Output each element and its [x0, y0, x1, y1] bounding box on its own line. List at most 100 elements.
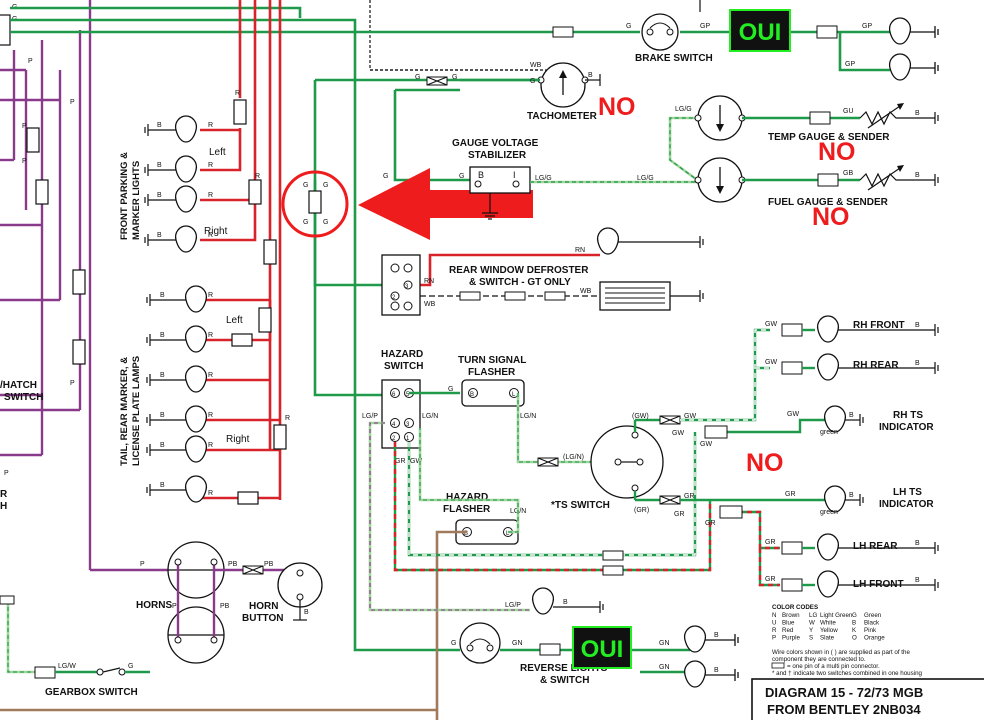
legend-code: N [772, 612, 776, 619]
brake-fuse [816, 25, 838, 39]
horn-button-label-2: BUTTON [242, 613, 283, 624]
stabilizer-b: B [478, 170, 484, 180]
turn-flasher-b: B [470, 392, 474, 398]
wire-lgg: LG/G [637, 175, 654, 182]
wire-b: B [160, 332, 165, 339]
wire-b: B [157, 232, 162, 239]
wire-r: R [208, 192, 213, 199]
lh-front-label: LH FRONT [853, 579, 904, 590]
wire-p: P [70, 380, 75, 387]
legend-color-name: Blue [782, 620, 795, 627]
wire-gn: GN [659, 664, 670, 671]
wire-gw: GW [765, 321, 777, 328]
reverse-switch [459, 622, 501, 664]
left-purple-wires [0, 0, 172, 572]
wire-b: B [915, 110, 920, 117]
tachometer-label: TACHOMETER [527, 111, 598, 122]
wire-gw: GW [684, 413, 696, 420]
no-text-tachometer: NO [598, 93, 636, 121]
left-lamp-grounds [144, 124, 186, 496]
defroster-switch [381, 254, 421, 316]
oui-badge-brake [729, 9, 791, 52]
red-wire-labels: R R R R R R R R R R R R R [208, 90, 290, 497]
legend-note-2: component they are connected to. [772, 656, 866, 663]
wire-gw: GW [672, 430, 684, 437]
wire-gp: GP [862, 23, 872, 30]
wire-gr: GR [785, 491, 796, 498]
rear-defroster-label-1: REAR WINDOW DEFROSTER [449, 265, 589, 276]
wire-gr: GR [684, 493, 695, 500]
wire-pb: PB [228, 561, 238, 568]
tail-lamps-label-2: LICENSE PLATE LAMPS [131, 356, 142, 466]
turn-flasher-label-2: FLASHER [468, 367, 516, 378]
wire-b: B [157, 162, 162, 169]
wire-lgn: LG/N [422, 413, 438, 420]
wire-r: R [208, 490, 213, 497]
left-label-bottom: Left [226, 315, 243, 326]
wire-b: B [160, 442, 165, 449]
wire-wb: WB [580, 288, 592, 295]
brake-switch-label: BRAKE SWITCH [635, 53, 713, 64]
left-purple-labels: P P P P P P P [4, 58, 145, 568]
right-lamps [816, 315, 847, 598]
legend-color-name: Black [864, 620, 880, 627]
wire-lgn: LG/N [520, 413, 536, 420]
wire-p: P [140, 561, 145, 568]
diagram-title-line-2: FROM BENTLEY 2NB034 [767, 702, 921, 717]
wire-r: R [208, 232, 213, 239]
gauge-stabilizer-box [469, 166, 531, 194]
wire-r: R [208, 292, 213, 299]
wire-gn: GN [659, 640, 670, 647]
wire-g: G [303, 219, 308, 226]
lh-ts-color: green [820, 509, 838, 516]
fuel-fuse [817, 173, 839, 187]
hazard-flasher-b: B [464, 531, 468, 537]
wire-lgn-paren: (LG/N) [563, 454, 584, 461]
wire-b: B [160, 482, 165, 489]
wire-p: P [172, 603, 177, 610]
temp-fuse [809, 111, 831, 125]
wire-r: R [208, 162, 213, 169]
wire-gr: GR [765, 576, 776, 583]
hazard-flasher-label-1: HAZARD [446, 492, 488, 503]
wire-lgg: LG/G [675, 106, 692, 113]
wire-wb: WB [424, 301, 436, 308]
green-wires [10, 6, 890, 674]
wire-rn: RN [424, 278, 434, 285]
legend-code: W [809, 620, 815, 627]
wire-r: R [208, 372, 213, 379]
legend-code: Y [809, 627, 813, 634]
defroster-grid [599, 281, 671, 311]
edge-label-h: H [0, 501, 7, 512]
legend-color-name: White [820, 620, 836, 627]
hazard-pin-4: 4 [392, 422, 396, 428]
turn-flasher-box [461, 379, 525, 407]
wire-b: B [304, 609, 309, 616]
rh-front-label: RH FRONT [853, 320, 905, 331]
legend-title: COLOR CODES [772, 604, 818, 611]
right-label-top: Right [204, 226, 228, 237]
front-parking-label-2: MARKER LIGHTS [131, 161, 142, 240]
hazard-switch-box [381, 379, 421, 449]
wire-wb: WB [530, 62, 542, 69]
edge-label-r: R [0, 489, 8, 500]
wire-gp: GP [700, 23, 710, 30]
rear-defroster-label-2: & SWITCH - GT ONLY [469, 277, 571, 288]
defroster-pin-3: 3 [405, 284, 409, 290]
wire-gb: GB [843, 170, 853, 177]
wire-p: P [22, 158, 27, 165]
right-b-labels: B B B B B B [849, 322, 920, 584]
hazard-pin-6: 6 [392, 392, 396, 398]
stabilizer-i: I [513, 170, 516, 180]
legend-note-1: Wire colors shown in ( ) are supplied as… [772, 649, 910, 656]
tachometer [537, 62, 589, 108]
hazard-switch-label-1: HAZARD [381, 349, 423, 360]
front-parking-label-1: FRONT PARKING & [119, 152, 130, 240]
gearbox-switch-box [34, 666, 56, 679]
wire-gu: GU [843, 108, 854, 115]
legend-code: B [852, 620, 856, 627]
reverse-label-2: & SWITCH [540, 675, 589, 686]
wire-p: P [28, 58, 33, 65]
wire-b: B [915, 360, 920, 367]
diagram-title-line-1: DIAGRAM 15 - 72/73 MGB [765, 685, 923, 700]
